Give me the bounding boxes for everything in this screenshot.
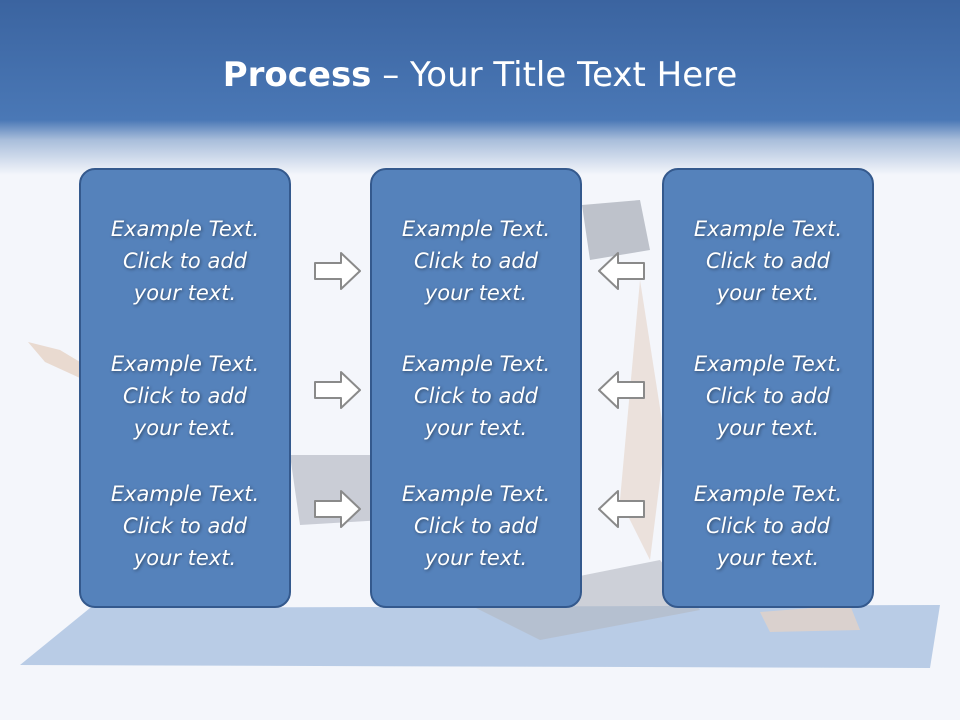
text-line: Click to add xyxy=(122,384,247,408)
text-line: Click to add xyxy=(413,249,538,273)
text-line: Example Text. xyxy=(693,482,843,506)
process-box-right[interactable]: Example Text. Click to add your text. Ex… xyxy=(662,168,874,608)
text-line: Example Text. xyxy=(401,217,551,241)
text-block[interactable]: Example Text. Click to add your text. xyxy=(664,213,872,309)
text-line: Example Text. xyxy=(110,352,260,376)
text-line: your text. xyxy=(133,546,237,570)
text-line: Click to add xyxy=(122,514,247,538)
arrow-left-icon xyxy=(598,371,645,409)
text-line: Click to add xyxy=(122,249,247,273)
text-line: Click to add xyxy=(413,514,538,538)
process-box-left[interactable]: Example Text. Click to add your text. Ex… xyxy=(79,168,291,608)
text-line: your text. xyxy=(716,546,820,570)
text-line: Example Text. xyxy=(110,217,260,241)
text-line: your text. xyxy=(716,416,820,440)
text-block[interactable]: Example Text. Click to add your text. xyxy=(81,478,289,574)
arrow-left-icon xyxy=(598,490,645,528)
header-band xyxy=(0,0,960,175)
text-line: your text. xyxy=(716,281,820,305)
text-block[interactable]: Example Text. Click to add your text. xyxy=(664,348,872,444)
slide-title[interactable]: Process – Your Title Text Here xyxy=(0,52,960,98)
arrow-right-icon xyxy=(314,490,361,528)
text-line: your text. xyxy=(424,281,528,305)
text-line: Example Text. xyxy=(693,352,843,376)
text-line: your text. xyxy=(424,416,528,440)
arrow-left-icon xyxy=(598,252,645,290)
text-line: Example Text. xyxy=(110,482,260,506)
arrow-right-icon xyxy=(314,371,361,409)
text-block[interactable]: Example Text. Click to add your text. xyxy=(81,348,289,444)
text-line: Click to add xyxy=(413,384,538,408)
text-block[interactable]: Example Text. Click to add your text. xyxy=(372,478,580,574)
text-line: Click to add xyxy=(705,384,830,408)
title-rest: – Your Title Text Here xyxy=(371,55,738,95)
text-line: Click to add xyxy=(705,249,830,273)
text-line: Example Text. xyxy=(401,482,551,506)
text-block[interactable]: Example Text. Click to add your text. xyxy=(81,213,289,309)
text-line: your text. xyxy=(424,546,528,570)
arrow-right-icon xyxy=(314,252,361,290)
text-block[interactable]: Example Text. Click to add your text. xyxy=(372,348,580,444)
text-line: Example Text. xyxy=(401,352,551,376)
text-block[interactable]: Example Text. Click to add your text. xyxy=(664,478,872,574)
text-block[interactable]: Example Text. Click to add your text. xyxy=(372,213,580,309)
text-line: your text. xyxy=(133,416,237,440)
text-line: Example Text. xyxy=(693,217,843,241)
title-bold: Process xyxy=(222,55,372,95)
text-line: Click to add xyxy=(705,514,830,538)
text-line: your text. xyxy=(133,281,237,305)
process-box-center[interactable]: Example Text. Click to add your text. Ex… xyxy=(370,168,582,608)
